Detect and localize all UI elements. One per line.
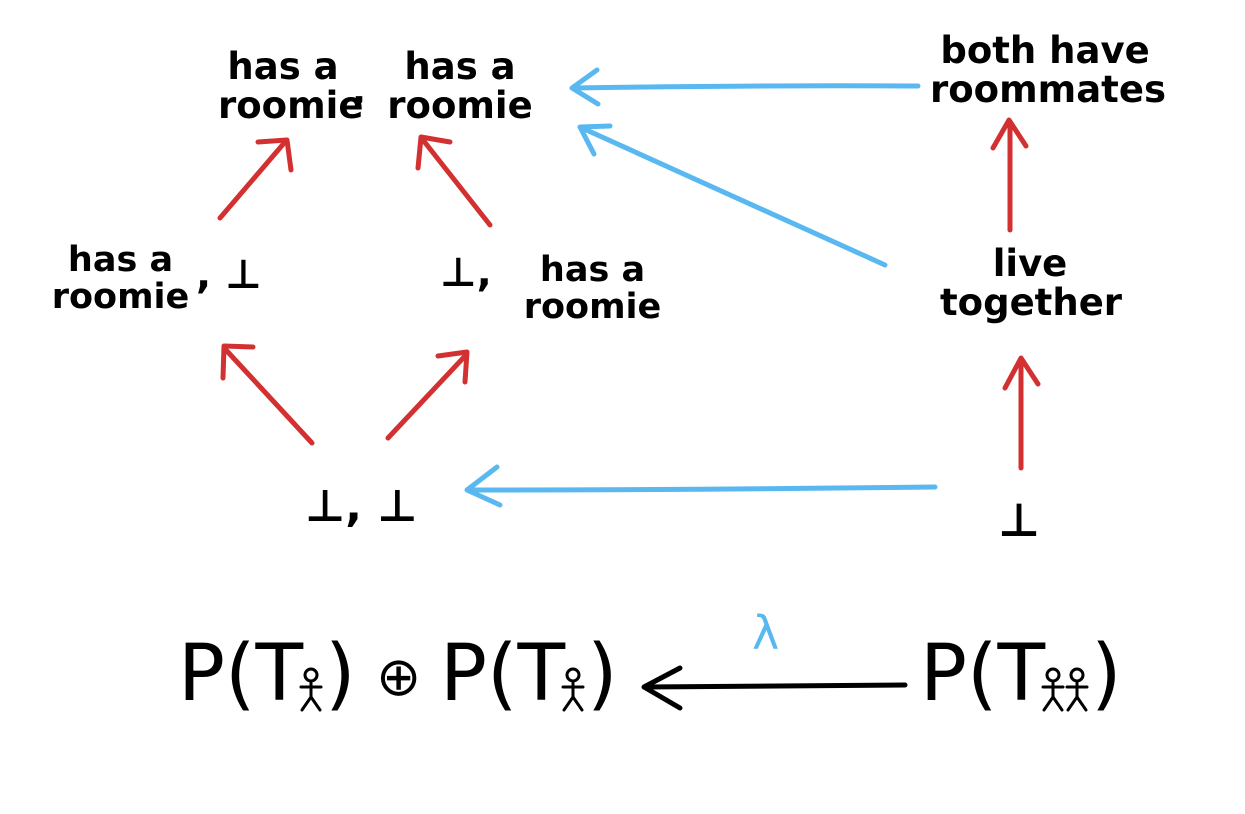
formula-arrow-label: λ (752, 606, 780, 660)
red-arrow-bottom-to-live (1002, 355, 1041, 471)
node-pair-top-comma: , (352, 69, 367, 112)
blue-arrow-bottom-to-bottom (464, 464, 938, 508)
formula-oplus: ⊕ (376, 645, 422, 708)
node-single-mid: live together (940, 242, 1123, 324)
red-arrow-live-to-both (990, 117, 1029, 233)
formula-left-b: P(T) (440, 629, 618, 719)
red-arrow-midleft-to-top (217, 137, 294, 221)
person-icon (561, 667, 585, 712)
node-single-bottom: ⊥ (998, 493, 1041, 547)
red-arrow-bottom-to-midleft (220, 343, 315, 446)
black-arrow-formula (641, 665, 908, 711)
person-icon (1041, 667, 1065, 712)
person-icon (299, 667, 323, 712)
node-single-top: both have roommates (930, 29, 1166, 111)
formula-right: P(T) (920, 629, 1122, 719)
node-pair-top-left: has a roomie (218, 45, 364, 127)
blue-arrow-live-to-top (577, 123, 888, 268)
node-pair-mid-left-a: has a roomie (51, 240, 190, 317)
person-icon (1065, 667, 1089, 712)
red-arrow-midright-to-top (415, 134, 493, 228)
node-pair-mid-left-b: , ⊥ (196, 252, 262, 298)
node-pair-top-right: has a roomie (387, 45, 533, 127)
blue-arrow-both-to-top (569, 67, 921, 107)
node-pair-mid-right-b: has a roomie (523, 250, 662, 327)
formula-left-a: P(T) (178, 629, 356, 719)
node-pair-bottom: ⊥, ⊥ (305, 481, 418, 532)
node-pair-mid-right-a: ⊥, (440, 250, 492, 296)
red-arrow-bottom-to-midright (385, 349, 470, 441)
